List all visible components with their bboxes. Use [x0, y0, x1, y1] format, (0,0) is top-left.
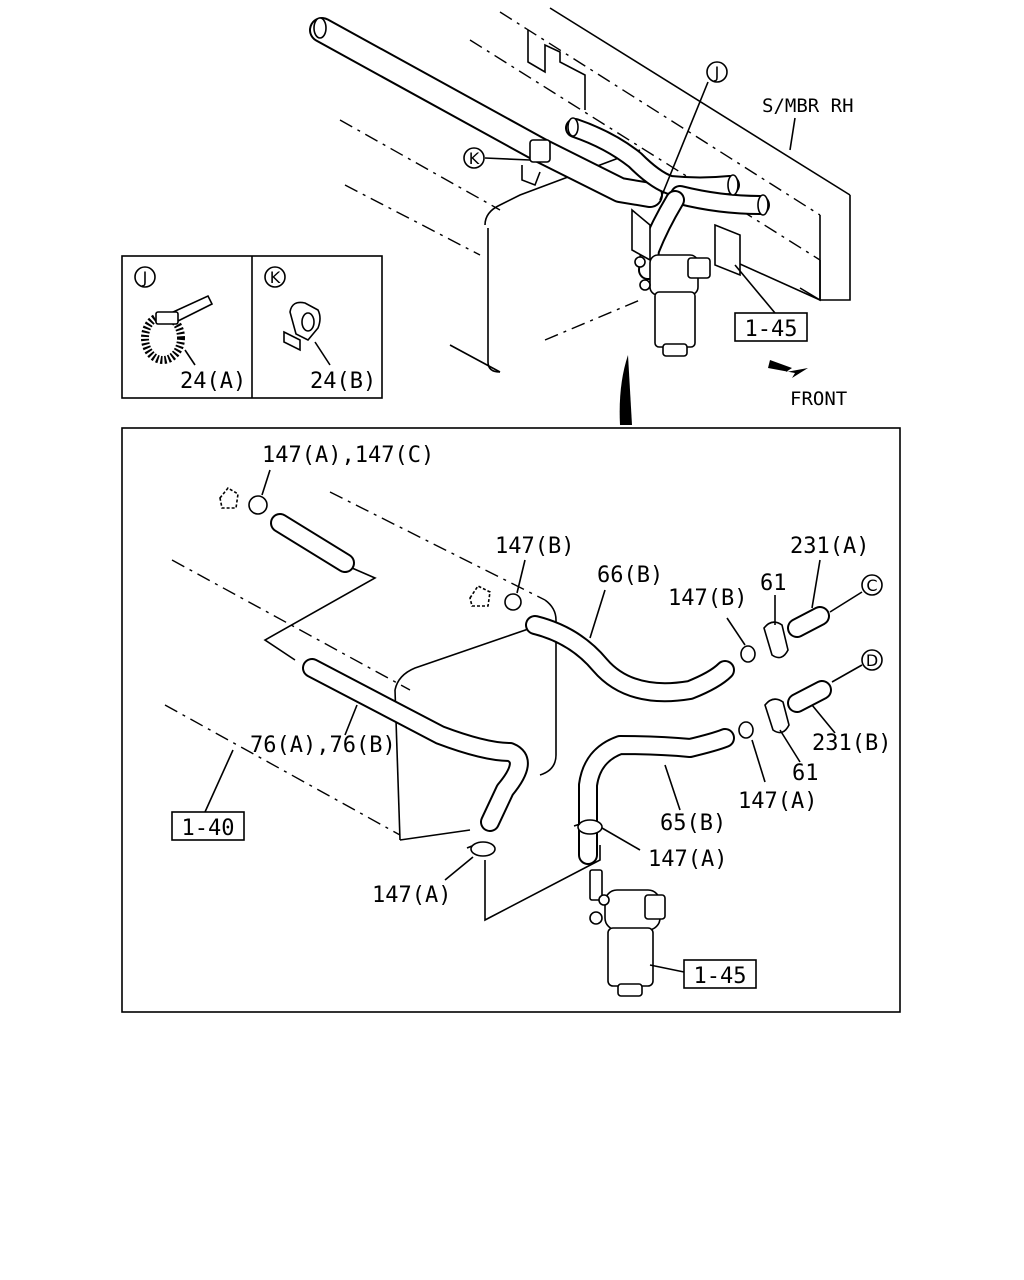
detail-pointer-icon [619, 355, 632, 425]
front-arrow-icon [768, 360, 808, 378]
ref-tank: 1-40 [182, 816, 235, 841]
member-label: S/MBR RH [762, 95, 854, 117]
clip-inset-panel: J 24(A) K 24(B) [121, 255, 383, 399]
top-filter-ref: 1-45 [745, 317, 798, 342]
top-assembly-view: J K S/MBR RH 1-45 FRONT [309, 7, 854, 425]
label-clip-61-bottom: 61 [792, 761, 819, 786]
hose-clip-icon [283, 301, 321, 352]
callout-k-letter: K [469, 149, 480, 168]
inset-k-letter: K [270, 268, 281, 287]
label-clamp-147a-bottom: 147(A) [372, 883, 451, 908]
fuel-filter-icon [589, 869, 666, 997]
label-clip-61-top: 61 [760, 571, 787, 596]
label-hose-231b: 231(B) [812, 731, 891, 756]
exploded-detail-view: 147(A),147(C) 76(A),76(B) 1-40 147(B) 66… [121, 427, 901, 1013]
inset-k-part: 24(B) [310, 369, 376, 394]
label-clamp-147a-lower: 147(A) [648, 847, 727, 872]
label-clamp-147a-147c: 147(A),147(C) [262, 443, 434, 468]
cable-tie-icon [141, 294, 214, 364]
label-hose-231a: 231(A) [790, 534, 869, 559]
label-clamp-147b-mid: 147(B) [495, 534, 574, 559]
label-hose-76: 76(A),76(B) [250, 733, 396, 758]
label-hose-66b: 66(B) [597, 563, 663, 588]
ref-filter: 1-45 [694, 964, 747, 989]
label-clamp-147b-right: 147(B) [668, 586, 747, 611]
connector-c-letter: C [866, 576, 877, 595]
front-label: FRONT [790, 388, 847, 410]
connector-d-letter: D [866, 651, 878, 670]
inset-j-part: 24(A) [180, 369, 246, 394]
label-hose-65b: 65(B) [660, 811, 726, 836]
label-clamp-147a-right: 147(A) [738, 789, 817, 814]
inset-j-letter: J [142, 268, 148, 287]
callout-j-letter: J [714, 63, 720, 82]
